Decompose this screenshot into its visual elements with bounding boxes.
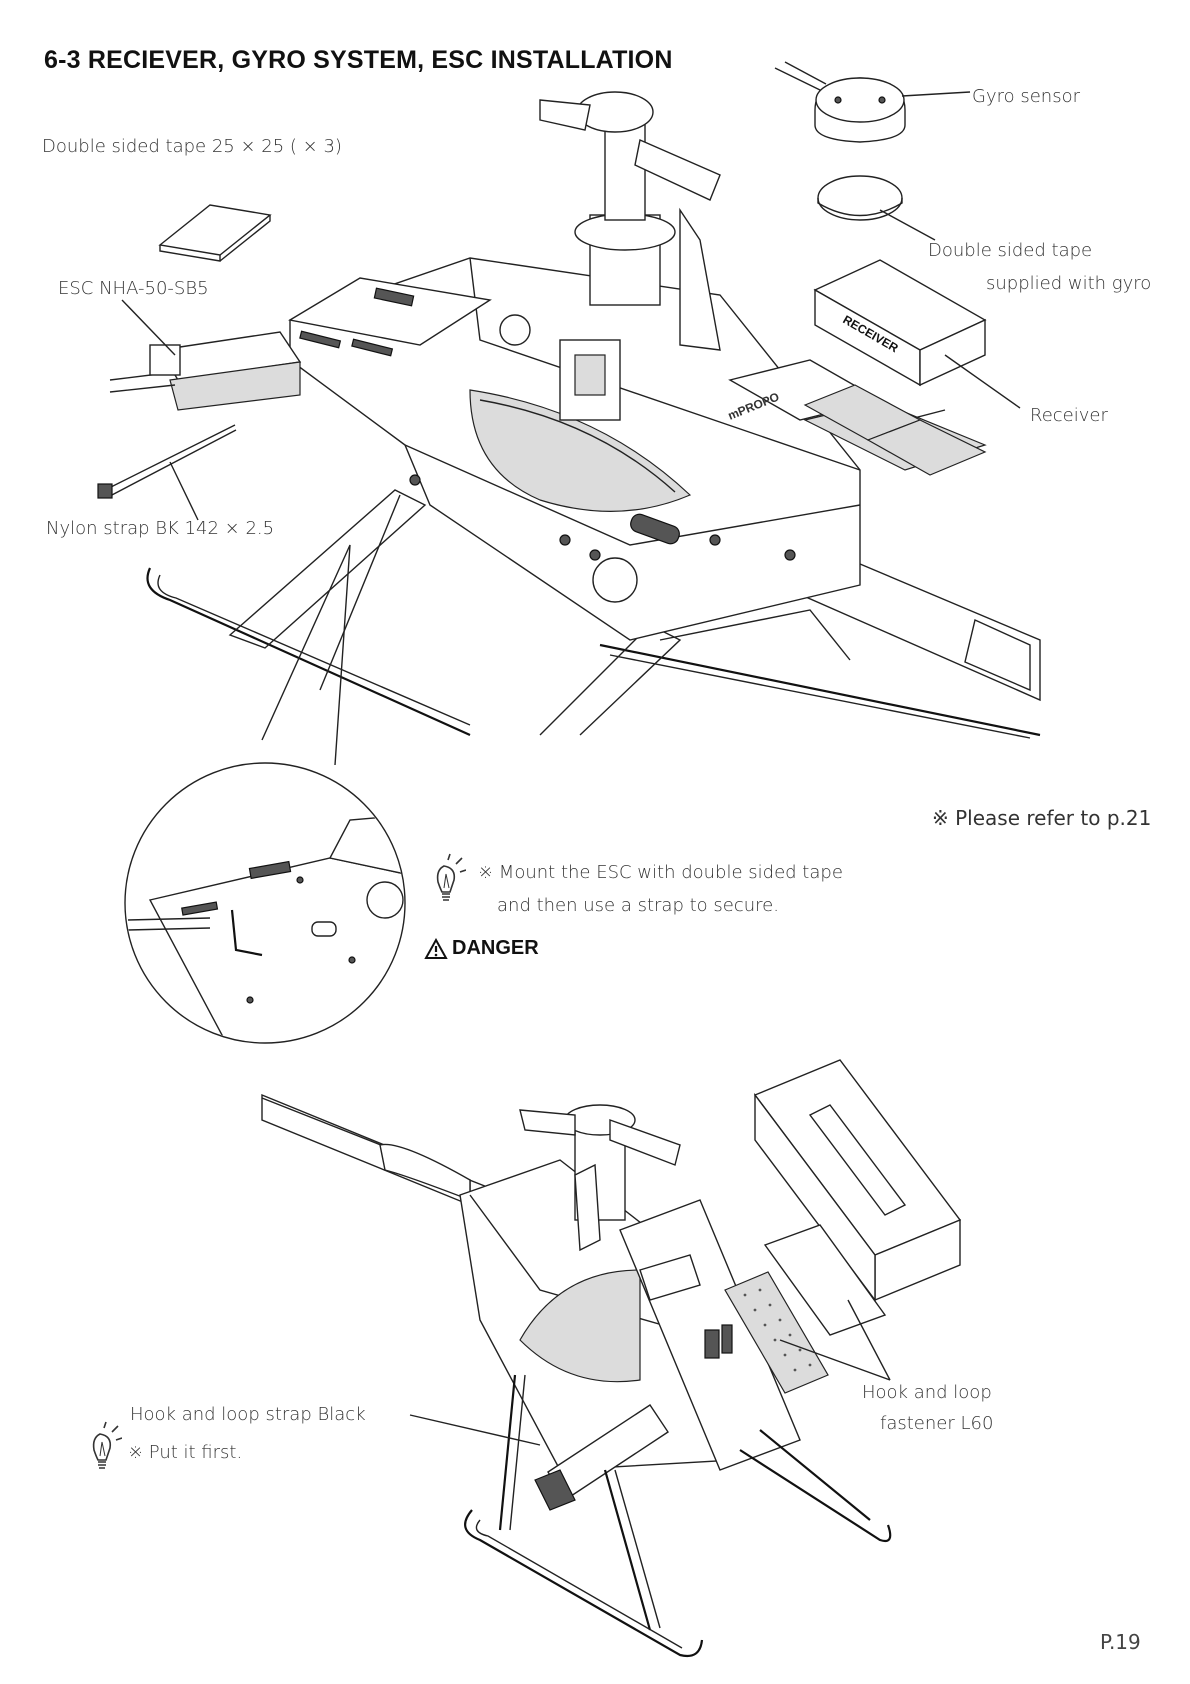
upper-helicopter-drawing: RECEIVER mPROPO bbox=[97, 61, 1041, 739]
note-mount-esc-line1: ※ Mount the ESC with double sided tape bbox=[478, 862, 843, 883]
detail-callout bbox=[124, 544, 406, 1044]
page-title: 6-3 RECIEVER, GYRO SYSTEM, ESC INSTALLAT… bbox=[44, 46, 673, 74]
label-hook-loop-fastener-line2: fastener L60 bbox=[880, 1413, 994, 1434]
lightbulb-icon bbox=[426, 852, 467, 906]
lightbulb-icon-2 bbox=[82, 1420, 123, 1474]
label-esc: ESC NHA-50-SB5 bbox=[58, 278, 209, 299]
danger-label: DANGER bbox=[452, 937, 539, 959]
label-tape-gyro-line2: supplied with gyro bbox=[986, 273, 1152, 294]
label-hook-loop-fastener-line1: Hook and loop bbox=[862, 1382, 992, 1403]
label-gyro-sensor: Gyro sensor bbox=[972, 86, 1080, 107]
label-receiver: Receiver bbox=[1030, 405, 1108, 426]
label-tape-gyro-line1: Double sided tape bbox=[928, 240, 1093, 261]
leader-lines-bottom bbox=[409, 1299, 891, 1446]
label-nylon-strap: Nylon strap BK 142 × 2.5 bbox=[46, 518, 275, 539]
page-number: P.19 bbox=[1100, 1630, 1141, 1654]
label-hook-loop-strap: Hook and loop strap Black bbox=[130, 1404, 366, 1425]
leader-lines-top bbox=[121, 91, 1021, 521]
note-mount-esc-line2: and then use a strap to secure. bbox=[497, 895, 779, 916]
note-refer-page: ※ Please refer to p.21 bbox=[932, 806, 1152, 830]
note-put-first: ※ Put it first. bbox=[128, 1442, 243, 1463]
lower-helicopter-drawing bbox=[261, 1059, 962, 1658]
warning-triangle-icon bbox=[424, 937, 448, 960]
label-double-sided-tape-25: Double sided tape 25 × 25 ( × 3) bbox=[42, 136, 342, 157]
